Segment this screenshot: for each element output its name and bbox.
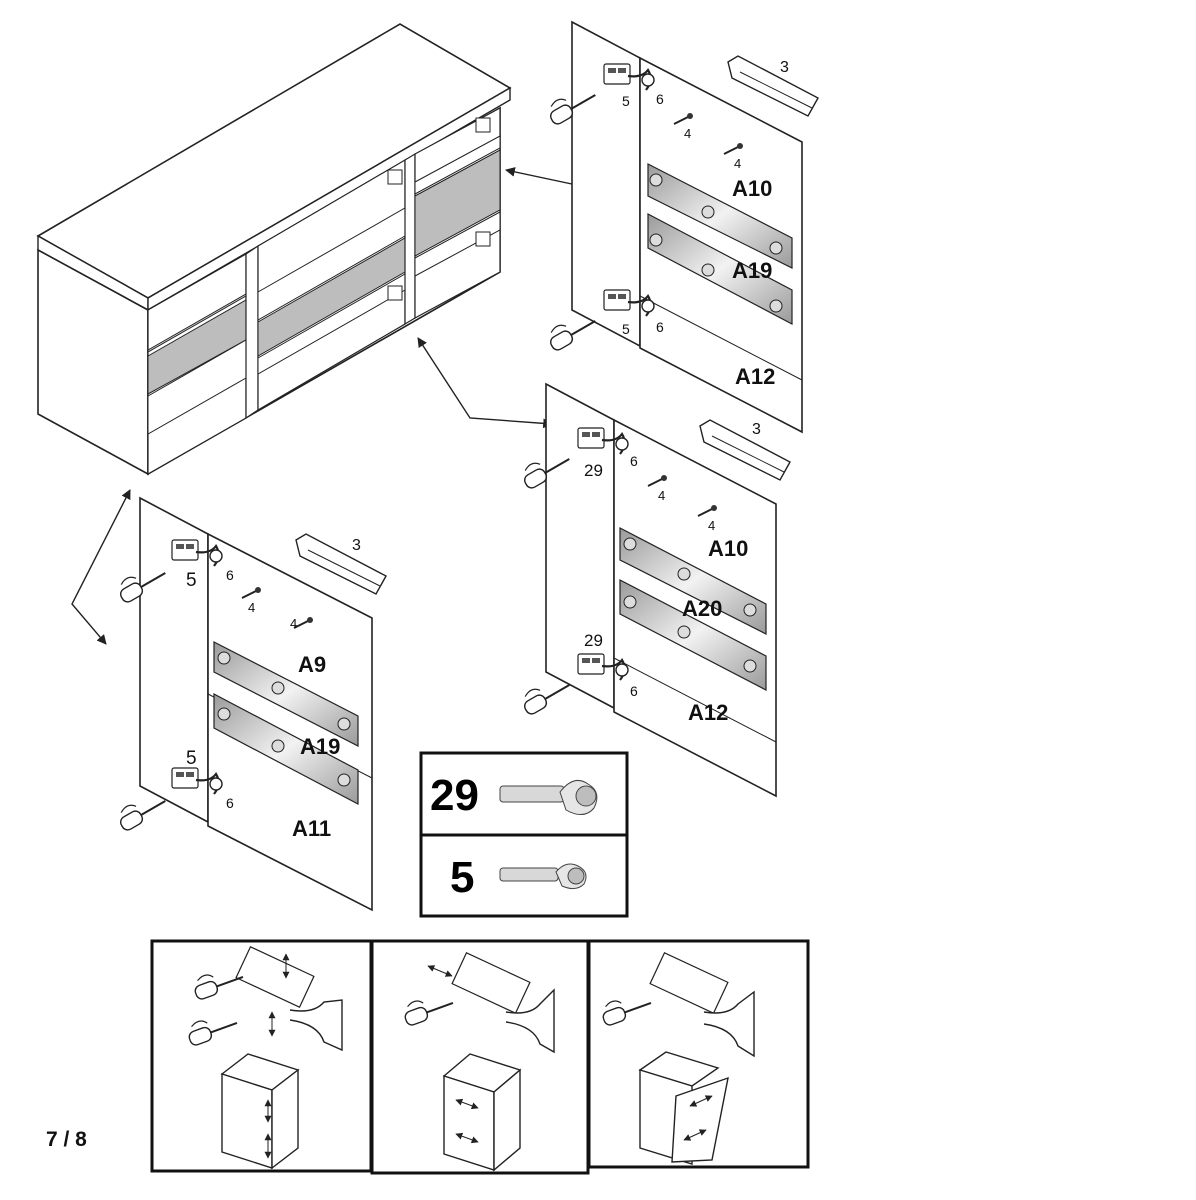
door-bottom-upper-label: A9 <box>298 652 326 677</box>
door-middle-mount-code-1: 6 <box>630 453 638 469</box>
depth-adjust-icon <box>400 952 555 1172</box>
door-top-upper-label: A10 <box>732 176 772 201</box>
door-assembly-bottom: A9 A19 A11 3 4 4 5 6 5 6 <box>113 496 387 912</box>
door-bottom-lower-label: A11 <box>292 816 331 841</box>
door-top-mount-code-1: 6 <box>656 91 664 107</box>
door-bottom-mount-code-2: 6 <box>226 795 234 811</box>
page-number: 7 / 8 <box>46 1128 87 1151</box>
cabinet-body <box>36 23 512 476</box>
door-top-screw-code-2: 4 <box>734 156 741 171</box>
door-top-handle-code: 3 <box>780 59 789 76</box>
vertical-adjust-icon <box>184 946 343 1170</box>
door-bottom-handle-code: 3 <box>352 537 361 554</box>
legend-code-small: 5 <box>450 853 474 902</box>
door-top-mount-code-2: 6 <box>656 319 664 335</box>
door-middle-hinge-code-2: 29 <box>584 631 603 650</box>
door-top-hinge-code-1: 5 <box>622 93 630 109</box>
door-middle-plate-label: A20 <box>682 596 722 621</box>
door-top-hinge-code-2: 5 <box>622 321 630 337</box>
door-bottom-hinge-code-1: 5 <box>186 570 197 591</box>
door-top-lower-label: A12 <box>735 364 775 389</box>
door-middle-upper-label: A10 <box>708 536 748 561</box>
door-middle-lower-label: A12 <box>688 700 728 725</box>
door-middle-mount-code-2: 6 <box>630 683 638 699</box>
door-top-plate-label: A19 <box>732 258 772 283</box>
door-middle-screw-code-2: 4 <box>708 518 715 533</box>
adjustment-panels <box>150 939 810 1175</box>
door-bottom-screw-code-2: 4 <box>290 616 297 631</box>
door-front-panel <box>639 56 803 434</box>
door-assembly-top: A10 A19 A12 3 4 4 5 6 5 6 <box>543 20 819 434</box>
hinge-legend: 29 5 <box>419 751 629 918</box>
door-bottom-screw-code-1: 4 <box>248 600 255 615</box>
door-middle-screw-code-1: 4 <box>658 488 665 503</box>
door-top-screw-code-1: 4 <box>684 126 691 141</box>
door-bottom-plate-label: A19 <box>300 734 340 759</box>
door-bottom-mount-code-1: 6 <box>226 567 234 583</box>
hinge-small-icon <box>499 863 587 890</box>
hinge-large-icon <box>499 779 598 815</box>
door-bottom-hinge-code-2: 5 <box>186 748 197 769</box>
legend-code-large: 29 <box>430 771 479 820</box>
door-middle-hinge-code-1: 29 <box>584 461 603 480</box>
side-adjust-icon <box>598 952 755 1165</box>
door-assembly-middle: A10 A20 A12 3 4 4 29 6 29 6 <box>517 382 791 798</box>
door-middle-handle-code: 3 <box>752 421 761 438</box>
